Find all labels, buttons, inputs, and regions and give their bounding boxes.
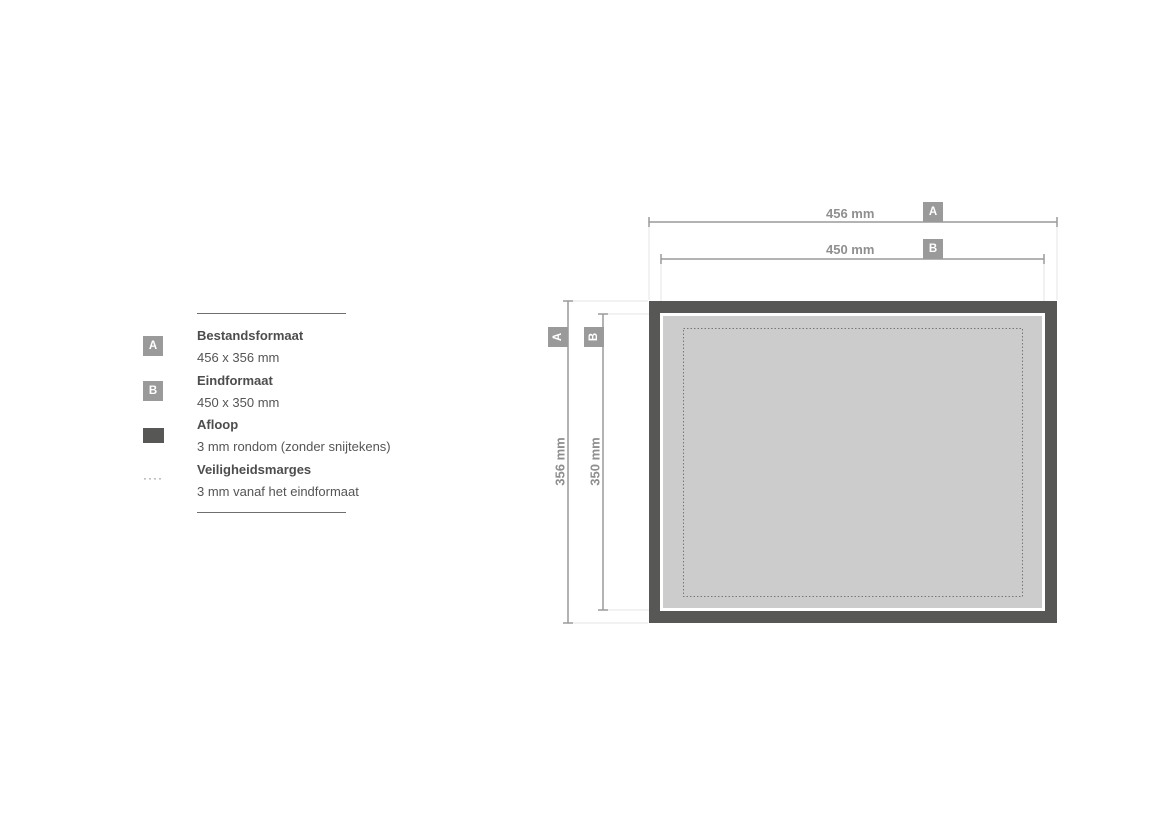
height-a-badge: A bbox=[548, 327, 568, 347]
legend-dotted-line-icon: ···· bbox=[143, 471, 163, 485]
legend-top-rule bbox=[197, 313, 346, 314]
width-a-label: 456 mm bbox=[826, 206, 875, 221]
height-b-label: 350 mm bbox=[587, 437, 603, 486]
width-b-badge: B bbox=[923, 239, 943, 259]
final-format-area bbox=[663, 316, 1042, 608]
legend-bottom-rule bbox=[197, 512, 346, 513]
height-a-label: 356 mm bbox=[552, 437, 568, 486]
legend-title-bleed: Afloop bbox=[197, 417, 239, 432]
height-b-badge: B bbox=[584, 327, 604, 347]
legend-title-final-format: Eindformaat bbox=[197, 373, 273, 388]
legend-title-safety-margins: Veiligheidsmarges bbox=[197, 462, 312, 477]
legend-bleed-swatch bbox=[143, 428, 164, 443]
legend-badge-a: A bbox=[143, 336, 163, 356]
width-a-badge: A bbox=[923, 202, 943, 222]
legend-desc-bleed: 3 mm rondom (zonder snijtekens) bbox=[197, 439, 391, 454]
legend-desc-file-format: 456 x 356 mm bbox=[197, 350, 280, 365]
legend-desc-safety-margins: 3 mm vanaf het eindformaat bbox=[197, 484, 359, 499]
legend-desc-final-format: 450 x 350 mm bbox=[197, 395, 280, 410]
width-b-label: 450 mm bbox=[826, 242, 875, 257]
legend-badge-b: B bbox=[143, 381, 163, 401]
safety-margin-line bbox=[683, 328, 1023, 597]
legend-title-file-format: Bestandsformaat bbox=[197, 328, 304, 343]
